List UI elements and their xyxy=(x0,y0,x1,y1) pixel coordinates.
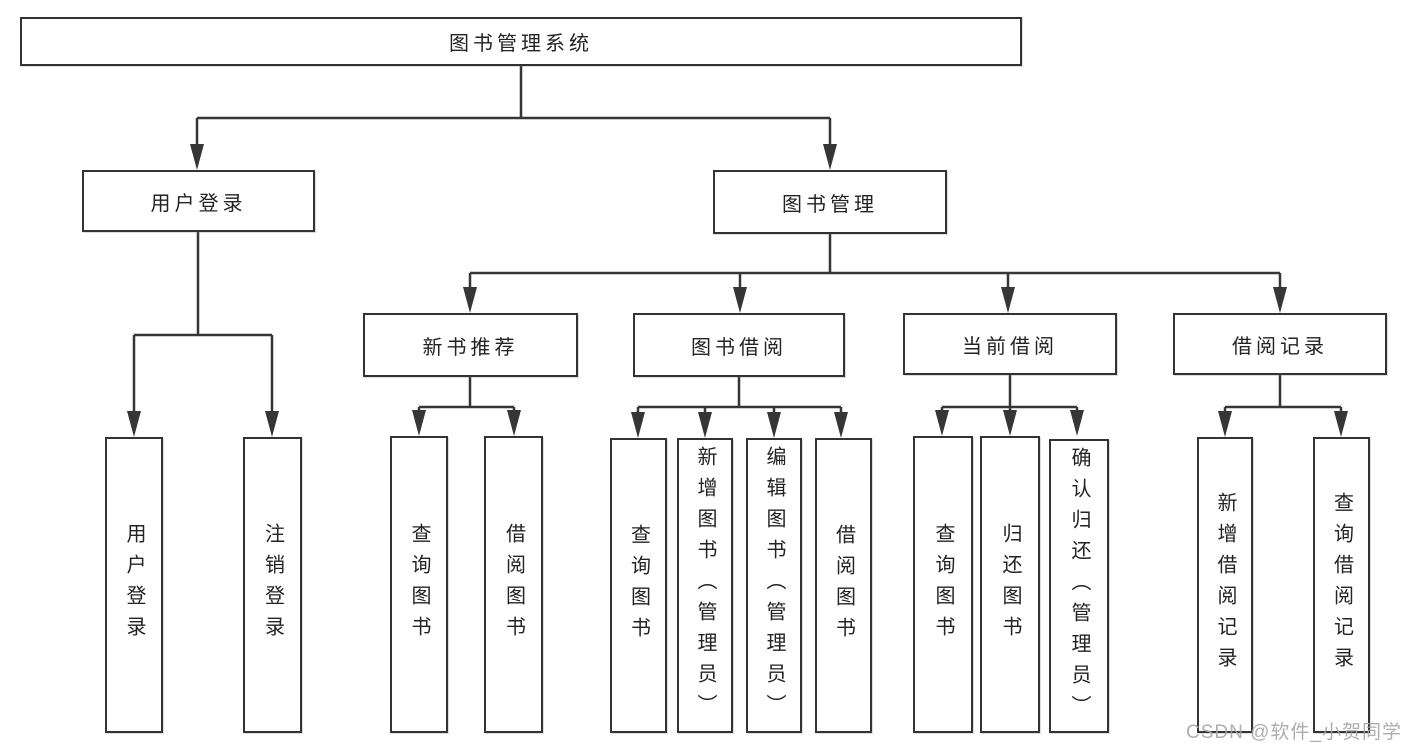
node-current-borrow: 当前借阅 xyxy=(903,313,1117,375)
node-label: 查询借阅记录 xyxy=(1330,492,1353,678)
arrow-down-icon xyxy=(507,410,521,436)
node-book-management: 图书管理 xyxy=(713,170,947,234)
node-label: 确认归还（管理员） xyxy=(1068,446,1090,726)
arrowheads xyxy=(127,144,1348,438)
leaf-query-books-borrow: 查询图书 xyxy=(610,438,667,733)
arrow-down-icon xyxy=(834,412,848,438)
node-label: 查询图书 xyxy=(627,523,650,648)
arrow-down-icon xyxy=(412,410,426,436)
node-label: 图书借阅 xyxy=(691,336,787,359)
node-label: 新增借阅记录 xyxy=(1214,492,1236,678)
arrow-down-icon xyxy=(1001,287,1015,313)
node-label: 当前借阅 xyxy=(962,335,1058,358)
leaf-add-borrow-record: 新增借阅记录 xyxy=(1197,437,1253,733)
node-new-book-recommend: 新书推荐 xyxy=(363,313,578,377)
arrow-down-icon xyxy=(265,411,279,437)
leaf-return-books: 归还图书 xyxy=(980,436,1040,733)
arrow-down-icon xyxy=(767,412,781,438)
node-label: 用户登录 xyxy=(123,523,145,647)
node-label: 注销登录 xyxy=(261,523,284,647)
node-label: 新书推荐 xyxy=(422,336,519,359)
arrow-down-icon xyxy=(1003,410,1017,436)
watermark: CSDN @软件_小贺同学 xyxy=(1186,722,1402,743)
node-label: 新增图书（管理员） xyxy=(694,446,716,725)
node-book-borrow: 图书借阅 xyxy=(633,313,845,377)
arrow-down-icon xyxy=(1273,287,1287,313)
arrow-down-icon xyxy=(631,412,645,438)
leaf-user-login: 用户登录 xyxy=(105,437,163,733)
leaf-add-books-admin: 新增图书（管理员） xyxy=(677,438,733,733)
arrow-down-icon xyxy=(733,287,747,313)
arrow-down-icon xyxy=(823,144,837,170)
leaf-borrow-books-recommend: 借阅图书 xyxy=(484,436,543,733)
leaf-borrow-books: 借阅图书 xyxy=(815,438,872,733)
leaf-confirm-return-admin: 确认归还（管理员） xyxy=(1049,439,1109,733)
node-label: 用户登录 xyxy=(150,192,247,215)
leaf-edit-books-admin: 编辑图书（管理员） xyxy=(746,438,802,733)
node-label: 编辑图书（管理员） xyxy=(763,446,785,725)
leaf-logout: 注销登录 xyxy=(243,437,302,733)
node-label: 借阅图书 xyxy=(832,523,855,648)
node-label: 查询图书 xyxy=(932,522,954,647)
arrow-down-icon xyxy=(463,287,477,313)
node-label: 查询图书 xyxy=(408,522,430,647)
arrow-down-icon xyxy=(1218,411,1232,437)
leaf-query-borrow-record: 查询借阅记录 xyxy=(1313,437,1370,733)
node-user-login: 用户登录 xyxy=(82,170,315,232)
node-borrow-records: 借阅记录 xyxy=(1173,313,1387,375)
node-label: 借阅图书 xyxy=(502,522,525,647)
arrow-down-icon xyxy=(698,412,712,438)
leaf-query-books-current: 查询图书 xyxy=(913,436,973,733)
arrow-down-icon xyxy=(127,411,141,437)
arrow-down-icon xyxy=(1070,410,1084,436)
node-label: 归还图书 xyxy=(999,522,1021,647)
node-root: 图书管理系统 xyxy=(20,17,1022,66)
tree-edges xyxy=(132,65,1343,414)
arrow-down-icon xyxy=(190,144,204,170)
node-label: 图书管理 xyxy=(782,193,878,216)
node-label: 图书管理系统 xyxy=(449,33,593,55)
node-label: 借阅记录 xyxy=(1232,335,1328,358)
arrow-down-icon xyxy=(935,410,949,436)
arrow-down-icon xyxy=(1334,411,1348,437)
leaf-query-books-recommend: 查询图书 xyxy=(390,436,448,733)
